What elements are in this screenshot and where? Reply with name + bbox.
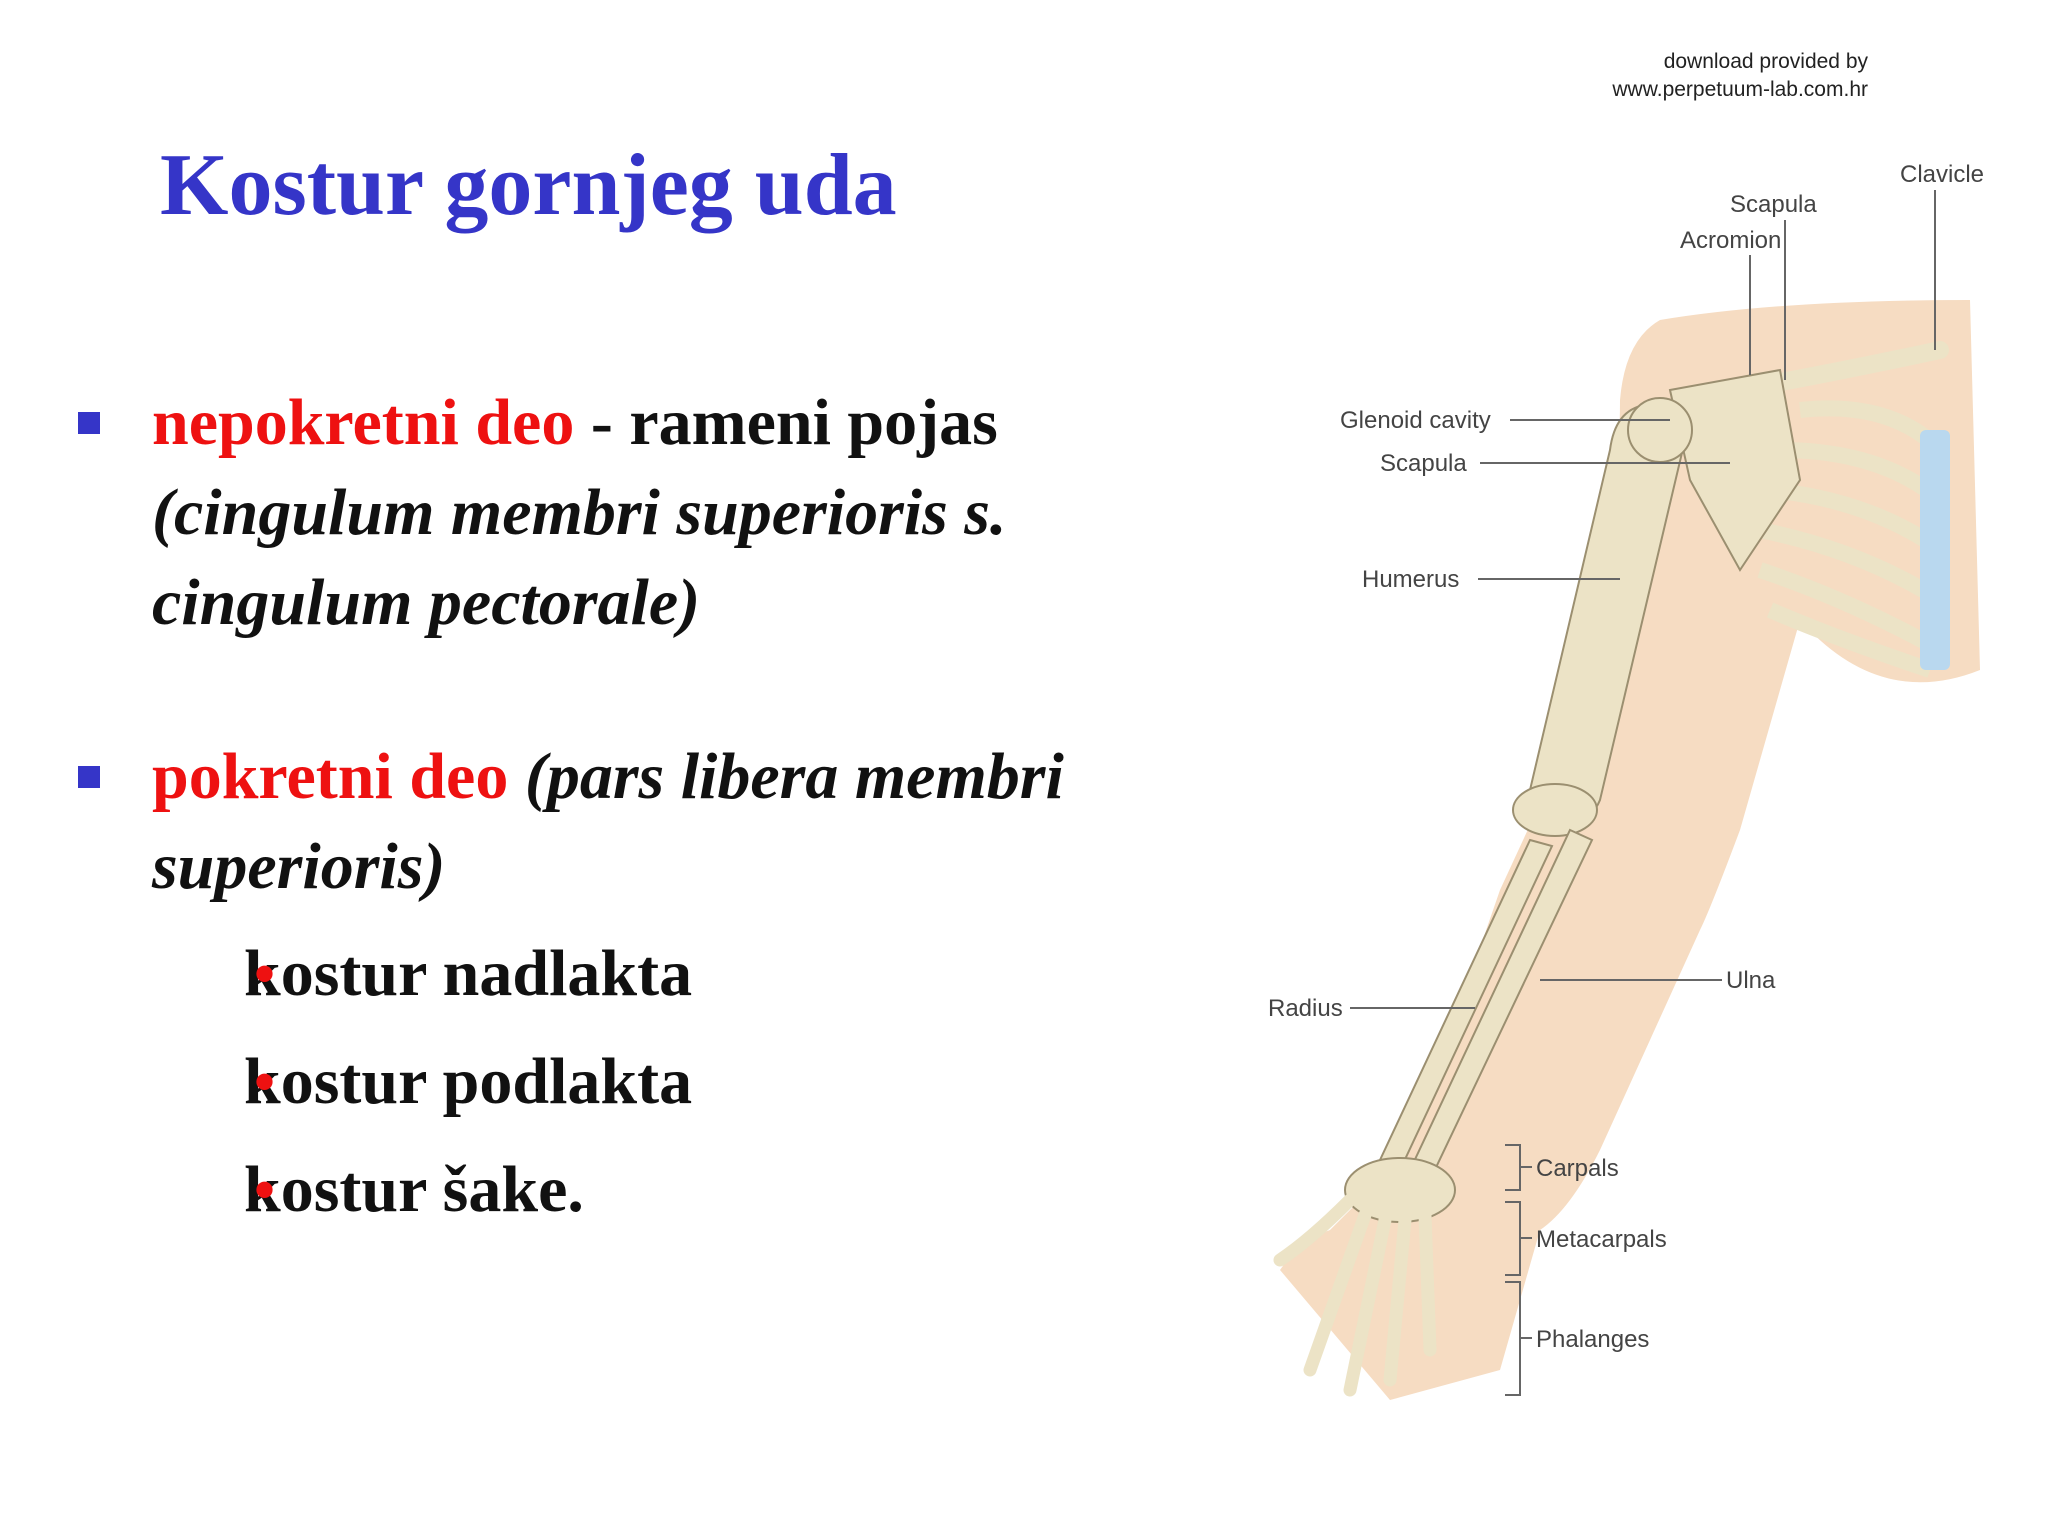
bullet-free-latin-a: (pars libera membri — [524, 740, 1064, 813]
square-bullet-icon — [78, 412, 100, 434]
sub-item-text: kostur šake. — [244, 1153, 584, 1226]
label-ulna: Ulna — [1726, 967, 1776, 994]
label-glenoid-cavity: Glenoid cavity — [1340, 407, 1491, 434]
sub-item-text: kostur podlakta — [244, 1045, 693, 1118]
bullet-free-part: pokretni deo (pars libera membri superio… — [78, 732, 1218, 1244]
label-scapula-top: Scapula — [1730, 191, 1817, 218]
finger-bone — [1273, 1193, 1357, 1267]
label-radius: Radius — [1268, 995, 1343, 1022]
label-humerus: Humerus — [1362, 566, 1459, 593]
finger-bone — [1383, 1213, 1412, 1387]
finger-bone — [1343, 1213, 1392, 1397]
watermark-line-1: download provided by — [1663, 50, 1868, 73]
rib — [1766, 602, 1933, 678]
bullet-fixed-latin-1: (cingulum membri superioris s. — [152, 476, 1007, 549]
round-bullet-icon: • — [254, 1157, 276, 1223]
watermark: download provided by www.perpetuum-lab.c… — [1612, 48, 1868, 104]
sub-item: •kostur podlakta — [152, 1028, 1218, 1136]
slide-title: Kostur gornjeg uda — [160, 137, 897, 234]
bracket-carpals — [1505, 1144, 1532, 1191]
bullet-free-line-1: pokretni deo (pars libera membri — [152, 732, 1218, 822]
bullet-fixed-part: nepokretni deo - rameni pojas (cingulum … — [78, 378, 1218, 648]
finger-bone — [1303, 1208, 1372, 1377]
round-bullet-icon: • — [254, 1049, 276, 1115]
sub-item: •kostur nadlakta — [152, 920, 1218, 1028]
elbow-joint — [1512, 783, 1598, 837]
arm-skeleton-figure: Clavicle Scapula Acromion Glenoid cavity… — [1240, 150, 2000, 1410]
square-bullet-icon — [78, 766, 100, 788]
bullet-free-term: pokretni deo — [152, 740, 509, 813]
watermark-line-2: www.perpetuum-lab.com.hr — [1612, 78, 1868, 101]
sub-list: •kostur nadlakta •kostur podlakta •kostu… — [152, 920, 1218, 1244]
scapula-bone — [1668, 368, 1802, 572]
finger-bone — [1418, 1208, 1437, 1357]
label-phalanges: Phalanges — [1536, 1326, 1649, 1353]
label-carpals: Carpals — [1536, 1155, 1619, 1182]
arm-skeleton-illustration: Clavicle Scapula Acromion Glenoid cavity… — [1268, 161, 1984, 1400]
sub-item-text: kostur nadlakta — [244, 937, 693, 1010]
bullet-free-latin-b: superioris) — [152, 830, 446, 903]
bracket-phalanges — [1505, 1281, 1532, 1396]
ribcage — [1757, 400, 1950, 678]
label-clavicle: Clavicle — [1900, 161, 1984, 188]
bracket-metacarpals — [1505, 1201, 1532, 1276]
rib — [1757, 562, 1944, 657]
bullet-fixed-term: nepokretni deo — [152, 386, 575, 459]
label-acromion: Acromion — [1680, 227, 1781, 254]
leader-lines — [1350, 190, 1936, 1396]
round-bullet-icon: • — [254, 941, 276, 1007]
label-scapula: Scapula — [1380, 450, 1467, 477]
label-metacarpals: Metacarpals — [1536, 1226, 1667, 1253]
bullet-fixed-dash: - rameni pojas — [574, 386, 998, 459]
hand-bones — [1273, 1193, 1437, 1397]
sub-item: •kostur šake. — [152, 1136, 1218, 1244]
bullet-fixed-latin-2: cingulum pectorale) — [152, 566, 701, 639]
humeral-head — [1627, 397, 1693, 463]
costal-cartilage — [1920, 430, 1950, 670]
bullet-list: nepokretni deo - rameni pojas (cingulum … — [78, 378, 1218, 1244]
bullet-fixed-line-1: nepokretni deo - rameni pojas — [152, 378, 1218, 468]
